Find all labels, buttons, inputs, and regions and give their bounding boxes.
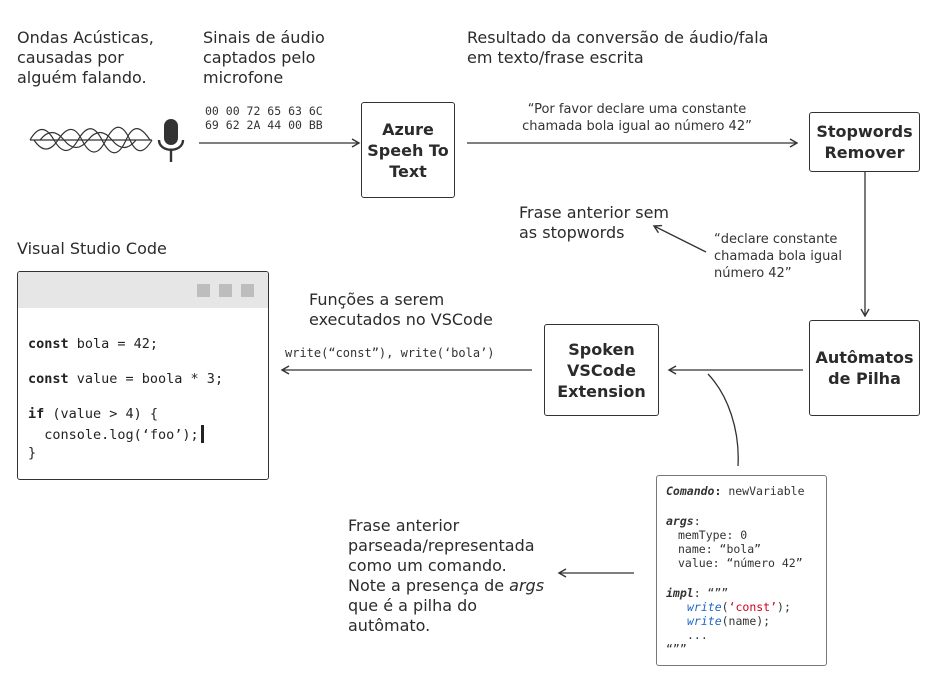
- code-text: (value > 4) {: [44, 406, 159, 422]
- text-cursor-icon: [200, 425, 204, 443]
- stopwords-remover-box: Stopwords Remover: [809, 112, 920, 172]
- write-calls: write(“const”), write(‘bola’): [285, 346, 495, 360]
- hex-signal-data: 00 00 72 65 63 6C 69 62 2A 44 00 BB: [205, 104, 323, 132]
- impl-write-name: write(name);: [687, 614, 770, 628]
- arg-name: name: “bola”: [678, 542, 762, 556]
- impl-write-const: write(‘const’);: [687, 600, 791, 614]
- no-stopwords-label: Frase anterior sem as stopwords: [519, 203, 669, 242]
- spoken-vscode-extension-box: Spoken VSCode Extension: [544, 324, 659, 416]
- args-sep: :: [693, 514, 701, 528]
- code-line-3: if (value > 4) {: [28, 406, 158, 422]
- arrow-to-no-stopwords-label: [652, 224, 707, 253]
- code-keyword: const: [28, 336, 69, 352]
- pushdown-automata-box: Autômatos de Pilha: [809, 320, 920, 416]
- parsed-label-part2: que é a pilha do autômato.: [348, 596, 478, 635]
- args-line: args:: [666, 514, 701, 528]
- arg-value: value: “número 42”: [678, 556, 803, 570]
- impl-const-arg: ‘const’: [728, 600, 778, 614]
- azure-box-label: Azure Speeh To Text: [367, 119, 449, 181]
- parsed-label-args: args: [509, 576, 545, 595]
- impl-paren: (: [721, 600, 729, 614]
- functions-label: Funções a serem executados no VSCode: [309, 290, 493, 329]
- stopwords-box-label: Stopwords Remover: [816, 122, 913, 162]
- impl-key: impl: [666, 586, 694, 600]
- spoken-box-label: Spoken VSCode Extension: [557, 339, 646, 401]
- write-fn: write: [687, 600, 722, 614]
- full-sentence-quote: “Por favor declare uma constante chamada…: [522, 102, 752, 134]
- impl-sep: : “””: [693, 586, 729, 600]
- command-card: Comando: newVariable args: memType: 0 na…: [656, 475, 827, 666]
- code-text: bola = 42;: [68, 336, 159, 352]
- command-key: Comando: [666, 484, 715, 498]
- window-button-icon: [241, 284, 254, 297]
- vscode-titlebar: [18, 272, 268, 308]
- impl-ellipsis: ...: [687, 628, 708, 642]
- parsed-label-part1: Frase anterior parseada/representada com…: [348, 516, 535, 595]
- sound-wave-icon: [29, 126, 153, 154]
- code-text: value = boola * 3;: [68, 371, 224, 387]
- code-keyword: if: [28, 406, 45, 422]
- result-label: Resultado da conversão de áudio/fala em …: [467, 28, 769, 67]
- code-line-1: const bola = 42;: [28, 336, 158, 352]
- command-sep: :: [714, 484, 729, 498]
- curve-command-to-arrow: [707, 373, 739, 467]
- code-line-4: console.log(‘foo’);: [28, 425, 204, 443]
- vscode-window: const bola = 42; const value = boola * 3…: [17, 271, 269, 480]
- code-text: console.log(‘foo’);: [28, 427, 199, 443]
- arg-memtype: memType: 0: [678, 528, 748, 542]
- window-button-icon: [197, 284, 210, 297]
- azure-speech-to-text-box: Azure Speeh To Text: [361, 102, 455, 198]
- parsed-label: Frase anterior parseada/representada com…: [348, 516, 544, 636]
- write-fn: write: [687, 614, 722, 628]
- command-value: newVariable: [728, 484, 805, 498]
- impl-close-quotes: “””: [666, 642, 687, 656]
- command-line: Comando: newVariable: [666, 484, 805, 498]
- code-keyword: const: [28, 371, 69, 387]
- reduced-sentence-quote: “declare constante chamada bola igual nú…: [714, 232, 842, 281]
- signals-label: Sinais de áudio captados pelo microfone: [203, 28, 325, 87]
- impl-line: impl: “””: [666, 586, 728, 600]
- args-key: args: [666, 514, 694, 528]
- impl-close: );: [777, 600, 791, 614]
- code-line-2: const value = boola * 3;: [28, 371, 223, 387]
- code-line-5: }: [28, 445, 37, 461]
- microphone-icon: [157, 119, 185, 162]
- automata-box-label: Autômatos de Pilha: [815, 348, 914, 388]
- impl-name-args: (name);: [721, 614, 771, 628]
- window-button-icon: [219, 284, 232, 297]
- vscode-title: Visual Studio Code: [17, 239, 167, 258]
- waves-label: Ondas Acústicas, causadas por alguém fal…: [17, 28, 154, 87]
